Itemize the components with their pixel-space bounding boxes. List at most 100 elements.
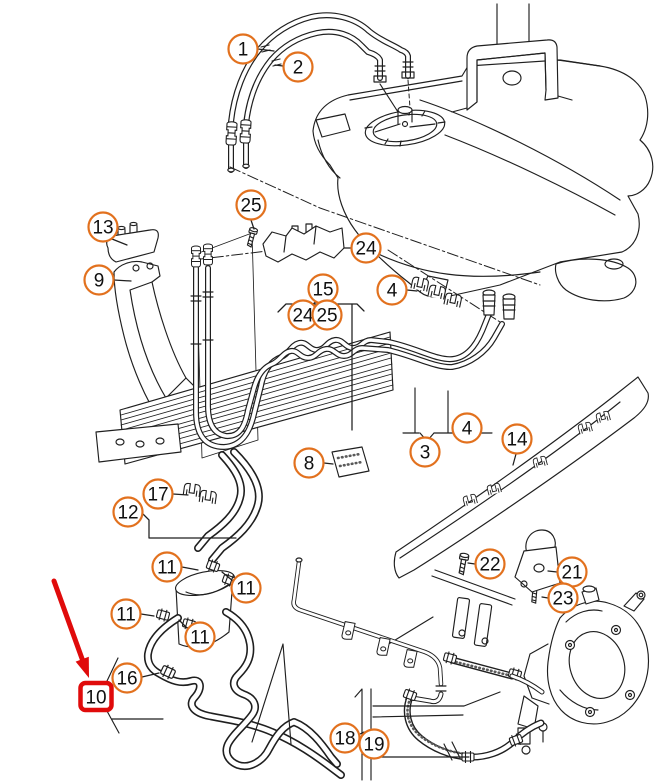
- fuel-filter-assembly: [106, 448, 345, 779]
- leader-line: [141, 672, 160, 678]
- fuel-supply-pipes: [225, 12, 415, 173]
- sill-shield-14: [393, 376, 649, 579]
- callout-number: 11: [190, 628, 210, 649]
- callout-12[interactable]: 12: [112, 496, 144, 528]
- callout-ring[interactable]: [184, 621, 216, 653]
- callout-4[interactable]: 4: [376, 274, 408, 306]
- callout-ring[interactable]: [329, 722, 361, 754]
- callout-ring[interactable]: [112, 496, 144, 528]
- callout-number: 17: [147, 485, 168, 506]
- callout-ring[interactable]: [230, 572, 262, 604]
- leader-line: [181, 566, 199, 571]
- callout-24[interactable]: 24: [350, 232, 382, 264]
- callout-9[interactable]: 9: [83, 264, 115, 296]
- callout-ring[interactable]: [111, 662, 143, 694]
- callout-ring[interactable]: [293, 447, 325, 479]
- callout-ring[interactable]: [409, 436, 441, 468]
- callout-number: 24: [292, 306, 314, 327]
- callout-15[interactable]: 15: [307, 273, 339, 305]
- highlight-arrowhead-icon: [75, 656, 89, 678]
- highlight-box[interactable]: [78, 680, 114, 713]
- leader-line: [111, 238, 128, 246]
- callout-ring[interactable]: [235, 189, 267, 221]
- callout-25[interactable]: 25: [235, 189, 267, 221]
- callout-number: 4: [462, 419, 473, 440]
- tank-strap-bracket: [451, 39, 601, 113]
- hose-guide-lines: [251, 643, 292, 745]
- callout-2[interactable]: 2: [282, 51, 314, 83]
- callout-22[interactable]: 22: [474, 548, 506, 580]
- centerlines: [192, 166, 541, 323]
- callout-number: 19: [363, 735, 384, 756]
- callout-ring[interactable]: [87, 211, 119, 243]
- callout-1[interactable]: 1: [227, 33, 259, 65]
- callout-ring[interactable]: [83, 264, 115, 296]
- callout-number: 1: [238, 40, 249, 61]
- callout-ring[interactable]: [501, 423, 533, 455]
- callout-ring[interactable]: [358, 728, 390, 760]
- callout-13[interactable]: 13: [87, 211, 119, 243]
- callout-4[interactable]: 4: [451, 412, 483, 444]
- callout-number: 13: [92, 218, 113, 239]
- callout-ring[interactable]: [547, 582, 579, 614]
- leader-line: [257, 48, 275, 52]
- callout-19[interactable]: 19: [358, 728, 390, 760]
- callout-8[interactable]: 8: [293, 447, 325, 479]
- callout-11[interactable]: 11: [184, 621, 216, 653]
- callout-number: 16: [116, 669, 137, 690]
- callout-11[interactable]: 11: [230, 572, 262, 604]
- callout-number: 11: [116, 605, 136, 626]
- callout-10[interactable]: 10: [78, 680, 114, 713]
- callout-18[interactable]: 18: [329, 722, 361, 754]
- insulation-pad-8: [331, 446, 370, 478]
- callout-11[interactable]: 11: [151, 551, 183, 583]
- lower-fuel-lines: [291, 557, 545, 781]
- callout-ring[interactable]: [282, 51, 314, 83]
- pump-bracket-21: [514, 546, 561, 593]
- callout-21[interactable]: 21: [556, 556, 588, 588]
- leader-line: [113, 279, 132, 282]
- callout-ring[interactable]: [311, 299, 343, 331]
- quick-connector: [482, 289, 496, 316]
- callout-16[interactable]: 16: [111, 662, 143, 694]
- callout-11[interactable]: 11: [110, 598, 142, 630]
- leader-line: [547, 570, 558, 573]
- leader-line: [406, 289, 418, 292]
- leader-line: [467, 562, 476, 565]
- pump-arm: [523, 643, 550, 705]
- callout-14[interactable]: 14: [501, 423, 533, 455]
- callout-ring[interactable]: [451, 412, 483, 444]
- leader-line: [541, 596, 549, 599]
- callout-ring[interactable]: [474, 548, 506, 580]
- tank-fittings: [379, 79, 411, 113]
- callout-ring[interactable]: [110, 598, 142, 630]
- callout-23[interactable]: 23: [547, 582, 579, 614]
- leader-line: [172, 493, 189, 496]
- callout-number: 10: [85, 688, 106, 709]
- tank-rear-lug: [554, 258, 637, 302]
- mounting-bracket-24: [262, 223, 345, 263]
- leader-line: [178, 619, 189, 630]
- callout-ring[interactable]: [151, 551, 183, 583]
- callout-number: 18: [334, 729, 355, 750]
- callout-number: 8: [304, 454, 315, 475]
- callout-25[interactable]: 25: [311, 299, 343, 331]
- mid-fuel-pipes: [190, 243, 516, 450]
- leader-line: [323, 462, 334, 465]
- callout-number: 12: [117, 503, 138, 524]
- callout-number: 24: [355, 239, 377, 260]
- screw-22: [456, 552, 470, 576]
- callout-ring[interactable]: [376, 274, 408, 306]
- callout-ring[interactable]: [350, 232, 382, 264]
- callout-17[interactable]: 17: [142, 478, 174, 510]
- callout-number: 21: [561, 563, 582, 584]
- callout-number: 11: [157, 558, 177, 579]
- hose-clamp: [155, 607, 171, 623]
- callout-ring[interactable]: [142, 478, 174, 510]
- callout-ring[interactable]: [227, 33, 259, 65]
- callout-number: 9: [94, 271, 105, 292]
- callout-number: 14: [506, 430, 528, 451]
- callout-3[interactable]: 3: [409, 436, 441, 468]
